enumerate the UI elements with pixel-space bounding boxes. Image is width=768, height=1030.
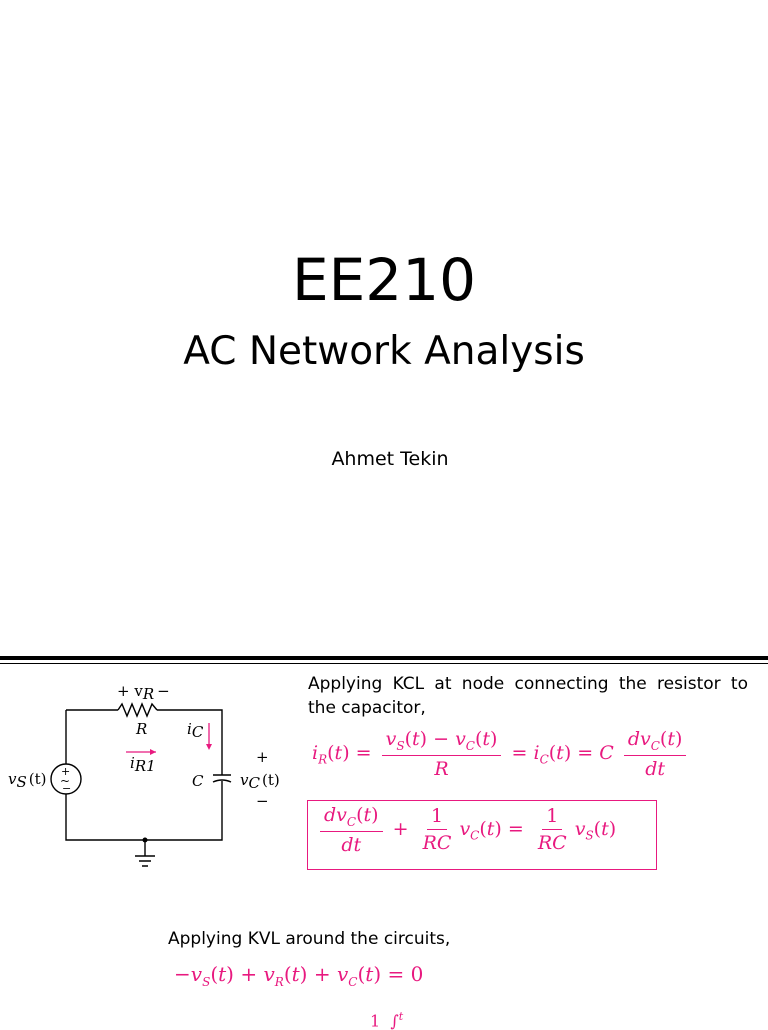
rc-circuit-diagram: + ~ − + vR− R iR1 iC C + vC(t) − vS(t)	[8, 682, 280, 867]
title-slide: EE210 AC Network Analysis Ahmet Tekin	[183, 246, 585, 470]
ir-label: iR1	[130, 754, 156, 775]
kcl-description-cont: the capacitor,	[308, 698, 426, 718]
vs-label: vS(t)	[8, 770, 47, 791]
kvl-description: Applying KVL around the circuits,	[168, 929, 451, 949]
svg-text:+: +	[61, 765, 70, 778]
differential-equation-box	[307, 800, 657, 870]
kcl-equation: iR(t) = vS(t) − vC(t)R = iC(t) = C dvC(t…	[312, 728, 690, 788]
ic-label: iC	[187, 720, 204, 741]
ground-symbol	[135, 840, 155, 867]
resistor-symbol	[117, 702, 158, 718]
slide-separator-thin	[0, 663, 768, 664]
vc-minus: −	[256, 792, 269, 810]
kvl-equation: −vS(t) + vR(t) + vC(t) = 0	[174, 962, 424, 989]
slide-separator	[0, 656, 768, 660]
wire-top-right	[157, 709, 223, 775]
vc-label: vC(t)	[240, 771, 280, 792]
kcl-description: Applying KCL at node connecting the resi…	[308, 674, 748, 694]
slide-author: Ahmet Tekin	[331, 448, 449, 470]
integral-equation-partial: 1 ∫t	[370, 1010, 404, 1030]
svg-text:~: ~	[60, 774, 70, 788]
vc-plus: +	[256, 748, 269, 766]
vr-label: + vR−	[117, 682, 170, 703]
capacitor-plate-bottom	[212, 779, 232, 783]
voltage-source-circle	[50, 763, 82, 795]
c-label: C	[192, 772, 204, 790]
slide-title: EE210	[292, 246, 476, 314]
svg-text:−: −	[62, 782, 71, 795]
ground-node	[142, 837, 148, 843]
slide-subtitle: AC Network Analysis	[183, 329, 585, 374]
r-label: R	[135, 720, 147, 738]
